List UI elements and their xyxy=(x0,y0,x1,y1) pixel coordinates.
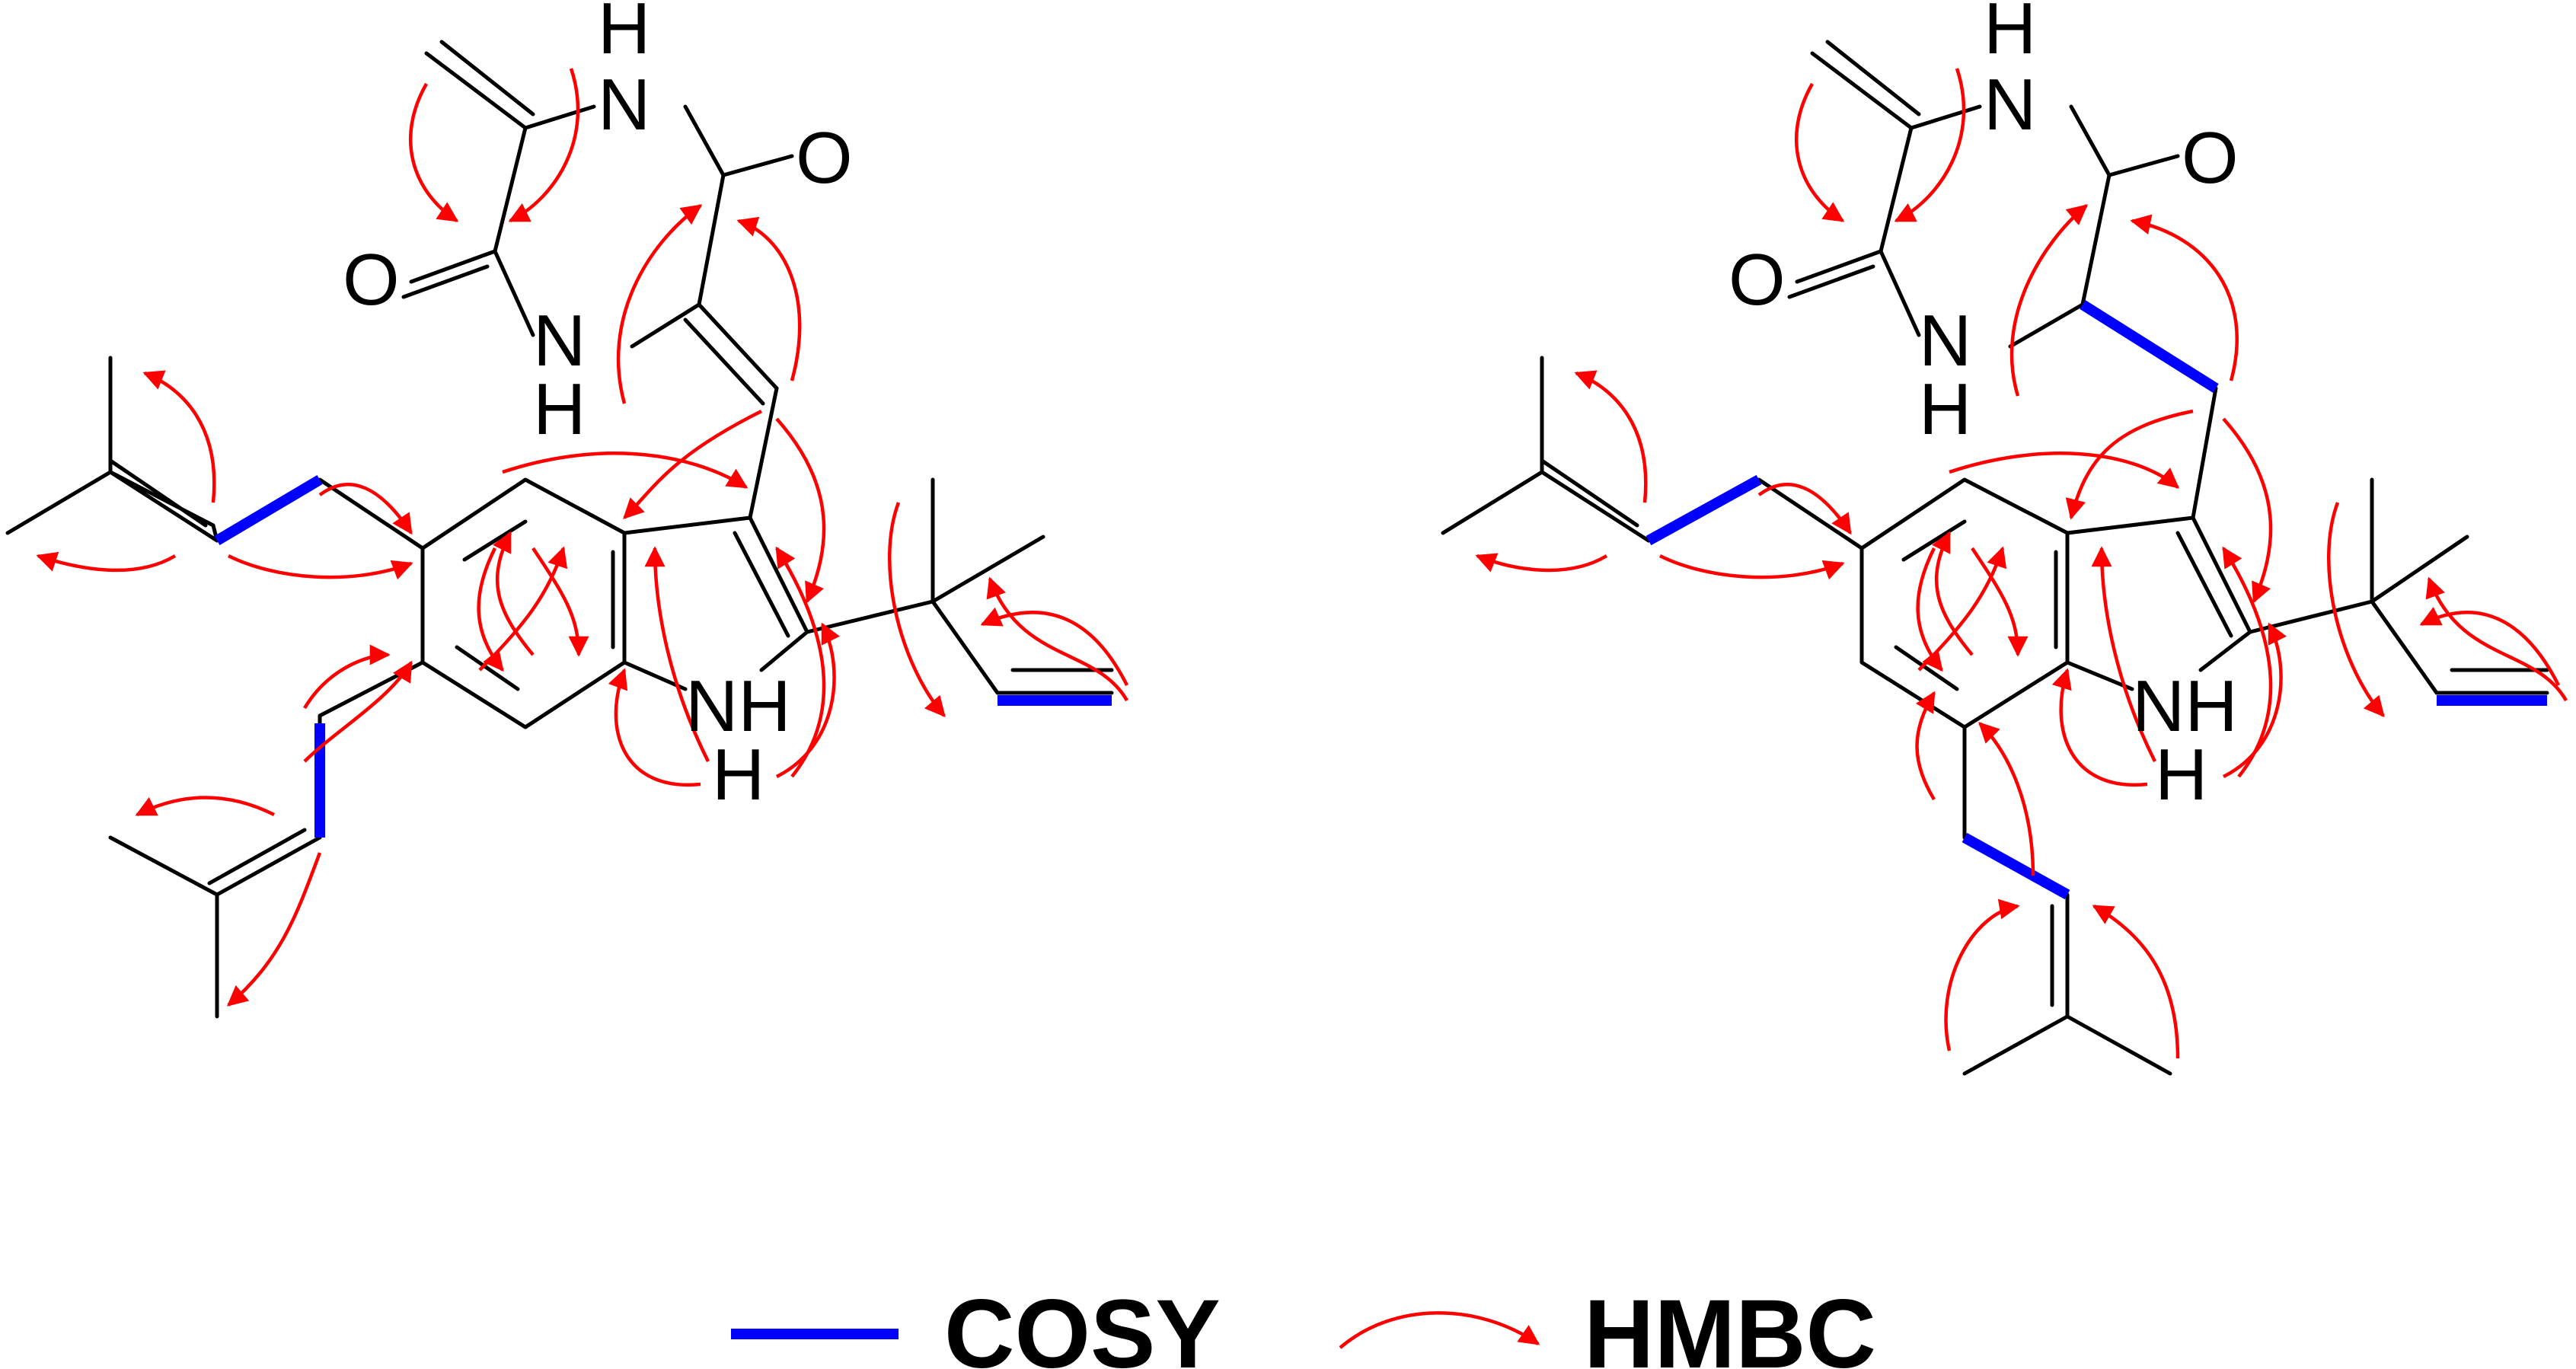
structure-left: H N O O N H NH H xyxy=(5,0,1129,1019)
cosy-correlations-left xyxy=(214,474,1112,838)
hmbc-legend-arrow xyxy=(1339,1311,1540,1349)
cosy-legend-label: COSY xyxy=(944,1280,1221,1369)
cosy-bond xyxy=(214,474,323,546)
structure-right: H N O O N H NH H xyxy=(1441,0,2568,1076)
atom-nh: NH xyxy=(685,665,791,747)
atom-h: H xyxy=(1984,0,2036,69)
atom-h: H xyxy=(598,0,650,69)
atom-h: H xyxy=(533,369,586,450)
legend: COSY HMBC xyxy=(731,1280,1876,1369)
hmbc-correlations-left xyxy=(36,68,1129,1007)
atom-n: N xyxy=(598,64,650,145)
atom-h: H xyxy=(712,734,765,815)
atom-n: N xyxy=(533,300,586,381)
cosy-bond xyxy=(1962,832,2070,900)
atom-h: H xyxy=(2155,734,2207,815)
atom-h: H xyxy=(1919,369,1971,450)
bonds-right xyxy=(1441,40,2549,1076)
atom-nh: NH xyxy=(2132,665,2238,747)
cosy-bond xyxy=(1646,474,1762,546)
hmbc-correlations-right xyxy=(1475,68,2568,1059)
atom-labels-right: H N O O N H NH H xyxy=(1729,0,2239,815)
atom-n: N xyxy=(1919,300,1971,381)
atom-labels-left: H N O O N H NH H xyxy=(343,0,853,815)
atom-o: O xyxy=(343,239,400,321)
cosy-bond xyxy=(2080,300,2219,393)
atom-n: N xyxy=(1984,64,2036,145)
atom-o: O xyxy=(796,117,853,199)
hmbc-legend-label: HMBC xyxy=(1584,1280,1876,1369)
cosy-correlations-right xyxy=(1646,300,2547,900)
atom-o: O xyxy=(2182,117,2239,199)
bonds-left xyxy=(5,40,1114,1019)
atom-o: O xyxy=(1729,239,1786,321)
